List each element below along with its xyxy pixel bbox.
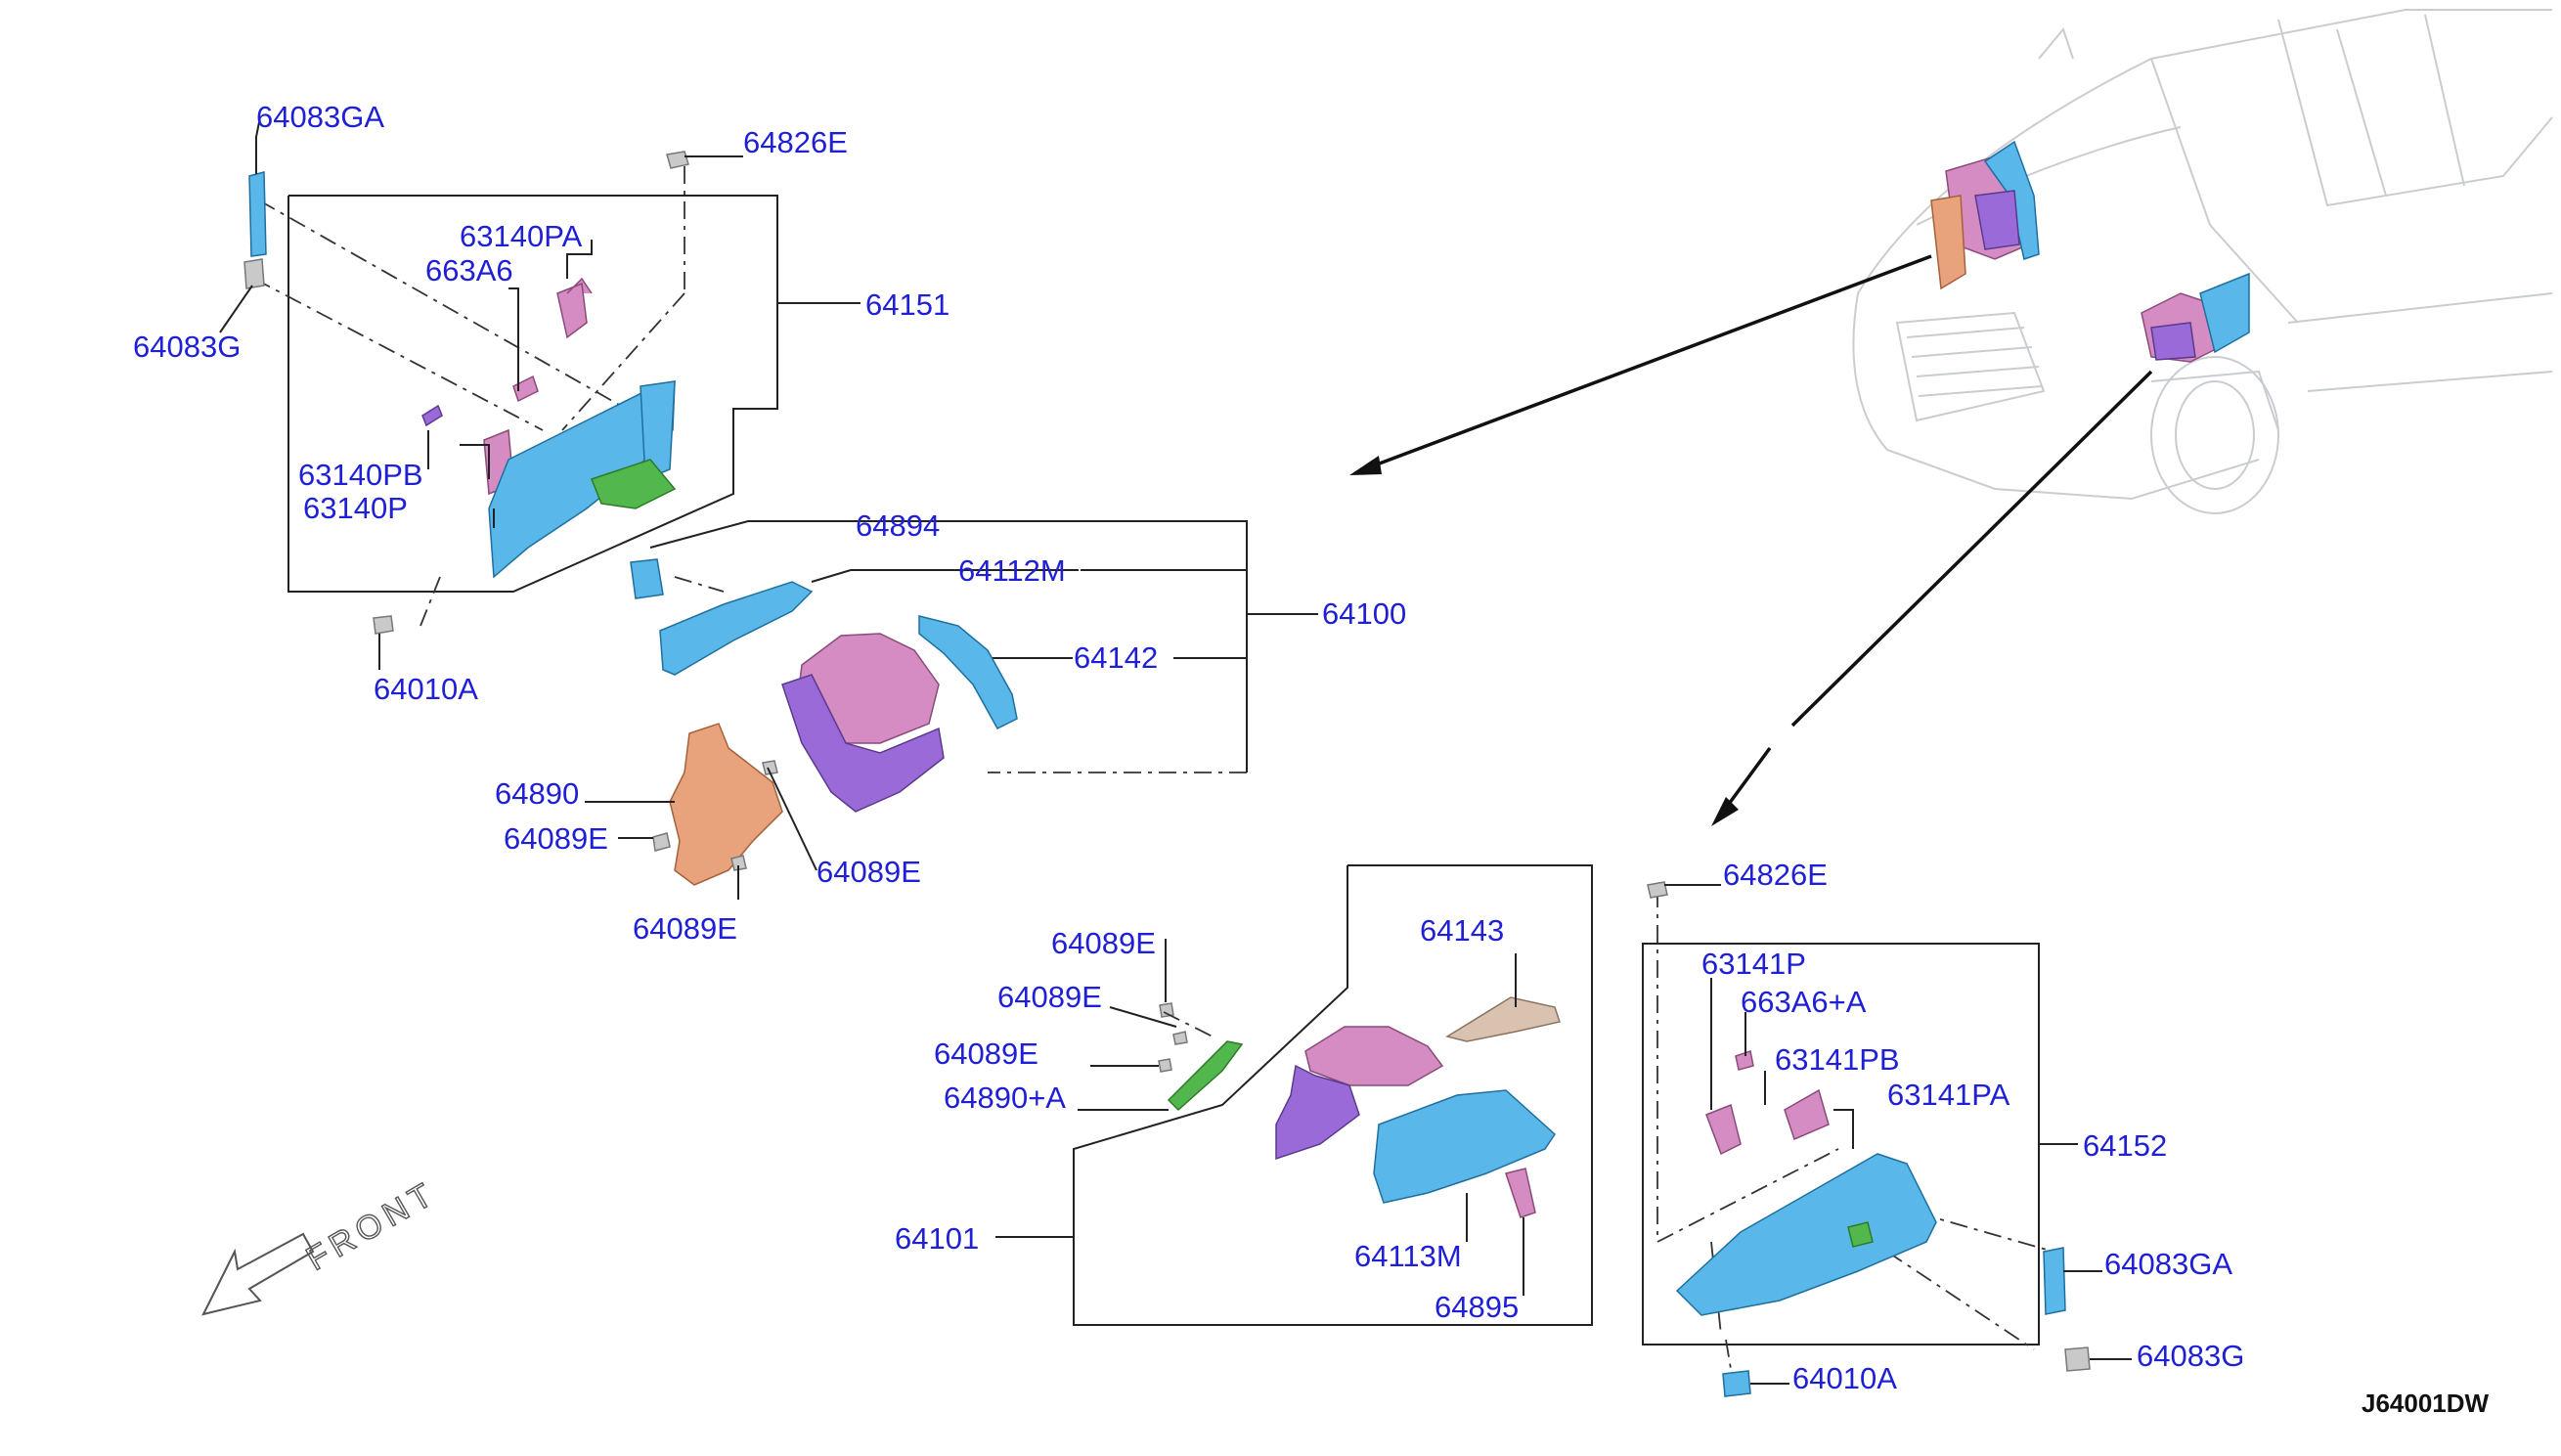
part-63141pa [1784,1088,1830,1141]
callout-64083ga-left: 64083GA [256,100,384,134]
part-64083g-right [2064,1346,2091,1372]
callout-663a6: 663A6 [425,253,513,287]
callout-63140pa: 63140PA [460,219,583,253]
front-label: FRONT [300,1173,443,1277]
part-64143 [1445,996,1561,1042]
part-64113m [1373,1089,1556,1204]
callout-64113m: 64113M [1354,1239,1462,1273]
callout-64089e-e: 64089E [997,980,1102,1014]
front-indicator: FRONT [201,1173,444,1316]
callout-64083g-right: 64083G [2137,1339,2244,1373]
assembly-64101 [995,864,1593,1326]
part-64894 [630,558,664,599]
part-64083ga-left [248,171,267,257]
callout-64143: 64143 [1420,913,1504,948]
callout-63140pb: 63140PB [298,458,423,492]
part-64112m [659,581,814,676]
callout-64010a-left: 64010A [374,672,478,706]
callout-64089e-d: 64089E [1051,926,1156,960]
part-64152-rail [1675,1153,1937,1316]
callout-64089e-f: 64089E [934,1037,1038,1071]
callout-64826e-left: 64826E [743,125,848,159]
leader-lines [219,121,2132,1385]
part-wheelhouse-lower [781,674,945,813]
callout-64151: 64151 [865,287,949,322]
part-64010a-right [1722,1370,1751,1397]
part-64826e-right [1647,881,1668,899]
part-64890 [669,723,783,886]
callout-63141pa: 63141PA [1887,1078,2010,1112]
callout-64083g-left: 64083G [133,330,241,364]
callout-64100: 64100 [1322,596,1406,631]
callout-64894: 64894 [856,508,940,543]
callout-63141pb: 63141PB [1775,1042,1900,1077]
vehicle-illustration [1852,9,2553,514]
callout-labels: 64083GA 64826E 63140PA 663A6 64151 64083… [133,100,2244,1395]
assembly-64152 [1642,881,2091,1397]
callout-64152: 64152 [2083,1128,2167,1163]
callout-64083ga-right: 64083GA [2104,1247,2232,1281]
callout-63140p: 63140P [303,491,408,525]
callout-64089e-c: 64089E [633,911,737,946]
part-64151-rail [488,380,676,579]
callout-64826e-right: 64826E [1723,858,1828,892]
part-64895 [1505,1168,1536,1218]
callout-64089e-b: 64089E [817,855,921,889]
assembly-64151 [243,151,861,635]
part-64890a [1167,1040,1244,1112]
callout-64142: 64142 [1074,640,1158,675]
assembly-64100 [630,520,1318,886]
part-63141p [1705,1103,1742,1156]
diagram-code: J64001DW [2362,1389,2490,1418]
part-64826e-left [666,151,689,169]
callout-64112m: 64112M [958,553,1066,588]
callout-64089e-a: 64089E [504,821,608,856]
callout-64890: 64890 [495,776,579,811]
callout-64010a-right: 64010A [1792,1361,1897,1395]
part-64083g-left [243,258,265,289]
part-64101-wheelhouse [1304,1026,1444,1086]
callout-63141p: 63141P [1701,947,1806,981]
callout-64895: 64895 [1435,1290,1519,1324]
part-64083ga-right [2043,1247,2066,1315]
callout-64890a: 64890+A [944,1081,1066,1115]
callout-663a6a: 663A6+A [1741,985,1867,1019]
callout-64101: 64101 [895,1221,979,1256]
part-64142 [918,615,1018,729]
detail-arrows [1349,254,2153,826]
